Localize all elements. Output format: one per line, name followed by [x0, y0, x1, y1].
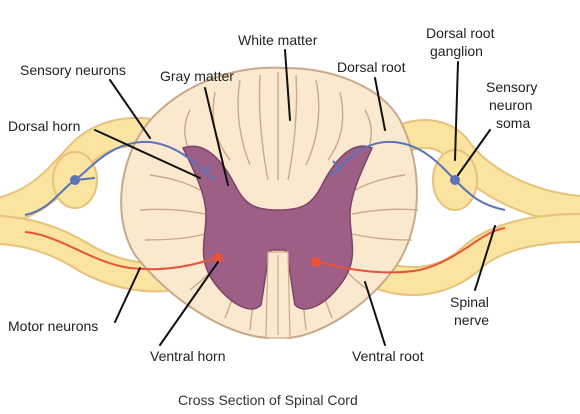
leader-dorsal-horn	[94, 129, 201, 179]
label-dorsal-horn: Dorsal horn	[8, 118, 80, 134]
leader-white-matter	[284, 49, 291, 121]
right-sensory-soma	[450, 175, 460, 185]
label-motor-neurons: Motor neurons	[8, 318, 98, 334]
leader-gray-matter	[204, 87, 229, 186]
label-dorsal-root: Dorsal root	[337, 59, 406, 75]
left-sensory-neuron	[24, 140, 206, 216]
label-gray-matter: Gray matter	[160, 68, 234, 84]
label-spinal-nerve-2: nerve	[454, 312, 489, 328]
label-dorsal-root-ganglion-1: Dorsal root	[426, 25, 495, 41]
leader-ventral-root	[364, 281, 386, 346]
leader-lines	[94, 49, 496, 346]
label-sensory-neurons: Sensory neurons	[20, 62, 126, 78]
leader-dorsal-root-ganglion	[454, 61, 459, 161]
leader-ventral-horn	[159, 261, 219, 346]
motor-neurons	[24, 227, 506, 274]
right-motor-soma	[311, 257, 321, 267]
diagram-caption: Cross Section of Spinal Cord	[178, 392, 358, 408]
leader-motor-neurons	[114, 267, 141, 323]
left-motor-soma	[213, 253, 223, 263]
leader-sensory-neuron-soma	[457, 129, 491, 176]
left-sensory-soma	[70, 175, 80, 185]
leader-sensory-neurons	[109, 79, 151, 139]
gray-matter-region	[181, 145, 374, 310]
leader-spinal-nerve	[474, 225, 496, 291]
label-sensory-neuron-soma-3: soma	[496, 115, 530, 131]
sensory-neurons	[24, 140, 506, 216]
label-ventral-horn: Ventral horn	[150, 348, 226, 364]
gray-matter	[181, 145, 374, 339]
leader-dorsal-root	[374, 77, 386, 131]
left-motor-neuron	[24, 231, 216, 271]
label-dorsal-root-ganglion-2: ganglion	[430, 43, 483, 59]
label-sensory-neuron-soma-1: Sensory	[486, 79, 537, 95]
labels: White matter Dorsal root ganglion Sensor…	[8, 25, 537, 408]
right-sensory-neuron	[339, 140, 506, 211]
label-sensory-neuron-soma-2: neuron	[489, 97, 533, 113]
label-white-matter: White matter	[238, 32, 318, 48]
label-spinal-nerve-1: Spinal	[450, 294, 489, 310]
label-ventral-root: Ventral root	[352, 348, 424, 364]
right-motor-neuron	[317, 227, 506, 274]
